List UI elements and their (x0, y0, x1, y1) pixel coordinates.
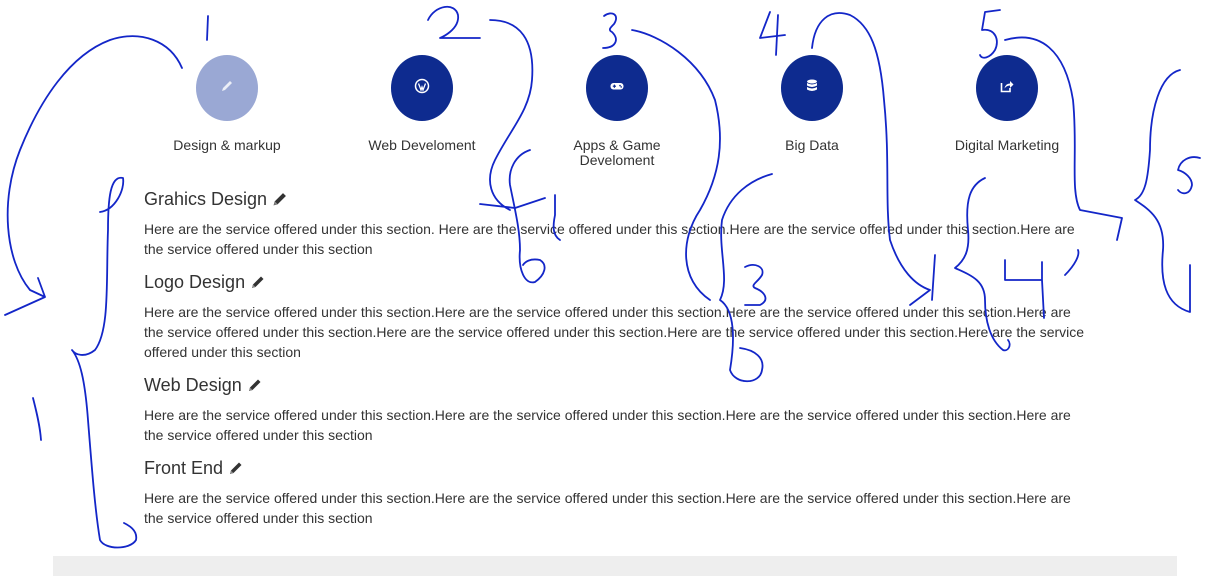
section-title: Grahics Design (144, 189, 268, 209)
services-content: Grahics Design Here are the service offe… (144, 186, 1089, 538)
section-front-end: Front End Here are the service offered u… (144, 455, 1089, 528)
service-apps-game[interactable]: Apps & Game Develoment (537, 55, 697, 168)
annotation-left-brace (71, 177, 138, 549)
service-label: Big Data (785, 137, 839, 153)
service-label: Web Develoment (368, 137, 476, 153)
pencil-icon (219, 78, 235, 99)
service-label: Design & markup (173, 137, 281, 153)
pencil-icon[interactable] (228, 460, 244, 476)
section-heading: Front End (144, 455, 1089, 481)
service-big-data[interactable]: Big Data (732, 55, 892, 153)
pencil-icon[interactable] (247, 377, 263, 393)
section-description: Here are the service offered under this … (144, 407, 1071, 443)
section-title: Logo Design (144, 272, 246, 292)
services-row: Design & markup Web Develoment (0, 55, 1207, 185)
section-description: Here are the service offered under this … (144, 304, 1085, 360)
service-icon-circle[interactable] (196, 55, 258, 121)
pencil-icon[interactable] (272, 191, 288, 207)
annotation-number-5 (979, 9, 1001, 59)
service-label: Digital Marketing (954, 137, 1060, 153)
annotation-number-3 (602, 12, 617, 49)
wordpress-icon (414, 78, 430, 99)
share-square-icon (999, 78, 1015, 99)
service-digital-marketing[interactable]: Digital Marketing (927, 55, 1087, 153)
annotation-number-4 (759, 11, 786, 56)
section-logo-design: Logo Design Here are the service offered… (144, 269, 1089, 362)
section-description: Here are the service offered under this … (144, 221, 1075, 257)
service-icon-circle[interactable] (391, 55, 453, 121)
annotation-number-2 (427, 6, 481, 39)
annotation-number-1 (206, 15, 209, 41)
gamepad-icon (609, 78, 625, 99)
service-design-markup[interactable]: Design & markup (147, 55, 307, 153)
footer-bar (53, 556, 1177, 576)
service-icon-circle[interactable] (976, 55, 1038, 121)
service-label: Apps & Game Develoment (573, 137, 661, 168)
database-icon (804, 78, 820, 99)
pencil-icon[interactable] (250, 274, 266, 290)
section-heading: Grahics Design (144, 186, 1089, 212)
section-web-design: Web Design Here are the service offered … (144, 372, 1089, 445)
service-icon-circle[interactable] (586, 55, 648, 121)
annotation-small-1 (32, 397, 42, 441)
section-graphics-design: Grahics Design Here are the service offe… (144, 186, 1089, 259)
service-icon-circle[interactable] (781, 55, 843, 121)
section-heading: Logo Design (144, 269, 1089, 295)
service-web-development[interactable]: Web Develoment (342, 55, 502, 153)
section-description: Here are the service offered under this … (144, 490, 1071, 526)
section-title: Front End (144, 458, 224, 478)
section-heading: Web Design (144, 372, 1089, 398)
section-title: Web Design (144, 375, 242, 395)
